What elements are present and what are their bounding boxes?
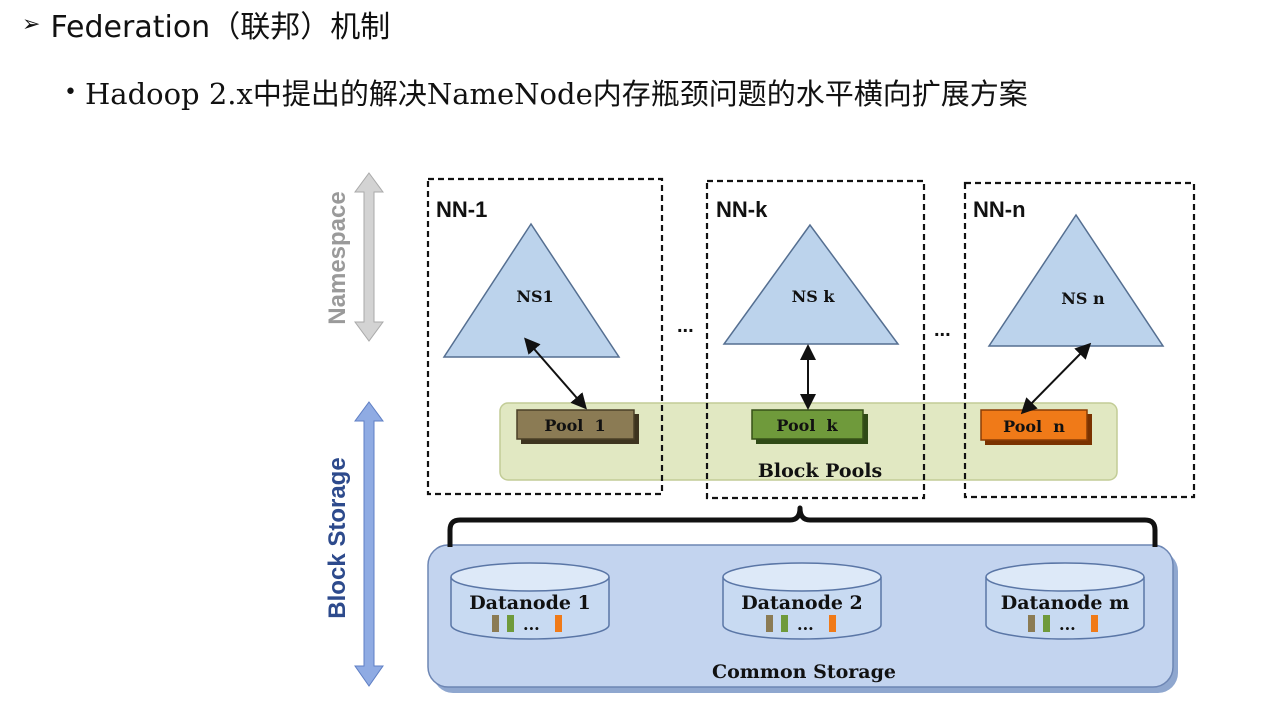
- namenode-ellipsis-2: ...: [934, 319, 951, 341]
- namespace-label-n: NS n: [1061, 289, 1105, 308]
- datanode-m: [985, 562, 1145, 640]
- arrow-bullet-icon: ➢: [22, 11, 41, 37]
- block-pools-label: Block Pools: [758, 460, 882, 482]
- datanode-2: [722, 562, 882, 640]
- namenode-id-n: NN-n: [973, 197, 1026, 222]
- namenode-ellipsis-1: ...: [677, 315, 694, 337]
- pool-label-k: Pool k: [776, 416, 838, 435]
- block-icon-2a: [766, 615, 773, 632]
- sub-bullet: • Hadoop 2.x中提出的解决NameNode内存瓶颈问题的水平横向扩展方…: [64, 70, 1028, 114]
- pool-box-1: [516, 409, 635, 440]
- datanode-blocks-2: ...: [797, 615, 814, 634]
- heading-text: Federation（联邦）机制: [50, 10, 391, 45]
- pool-box-k: [751, 409, 864, 440]
- datanode-label-1: Datanode 1: [469, 592, 591, 614]
- storage-bracket: [447, 505, 1158, 547]
- namespace-axis-arrow-icon: [354, 172, 384, 342]
- namenode-box-1: [426, 177, 664, 496]
- namenode-id-1: NN-1: [436, 197, 487, 222]
- pool-box-n: [980, 409, 1088, 441]
- block-icon-1b: [507, 615, 514, 632]
- datanode-blocks-m: ...: [1059, 615, 1076, 634]
- namespace-label: Namespace: [324, 191, 351, 324]
- block-storage-axis-arrow-icon: [354, 401, 384, 687]
- datanode-blocks-1: ...: [523, 615, 540, 634]
- slide-heading: ➢ Federation（联邦）机制: [22, 2, 390, 46]
- block-icon-mb: [1043, 615, 1050, 632]
- datanode-1: [450, 562, 610, 640]
- block-icon-2c: [829, 615, 836, 632]
- pool-label-1: Pool 1: [544, 416, 605, 435]
- link-arrow-1: [524, 337, 587, 410]
- link-arrow-n: [1020, 342, 1092, 415]
- block-icon-mc: [1091, 615, 1098, 632]
- block-icon-1a: [492, 615, 499, 632]
- datanode-label-m: Datanode m: [1001, 592, 1129, 614]
- namespace-triangle-n: [987, 213, 1165, 347]
- pool-label-n: Pool n: [1003, 417, 1065, 436]
- namenode-id-k: NN-k: [716, 197, 768, 222]
- namenode-box-k: [705, 179, 926, 500]
- common-storage-label: Common Storage: [712, 661, 896, 683]
- datanode-label-2: Datanode 2: [741, 592, 863, 614]
- namespace-label-k: NS k: [792, 287, 836, 306]
- block-icon-1c: [555, 615, 562, 632]
- block-storage-label: Block Storage: [324, 457, 351, 618]
- sub-bullet-text: Hadoop 2.x中提出的解决NameNode内存瓶颈问题的水平横向扩展方案: [84, 77, 1028, 111]
- bullet-dot-icon: •: [64, 79, 77, 105]
- namespace-triangle-k: [722, 223, 900, 345]
- namenode-box-n: [963, 181, 1196, 499]
- block-icon-2b: [781, 615, 788, 632]
- block-icon-ma: [1028, 615, 1035, 632]
- namespace-label-1: NS1: [516, 287, 553, 306]
